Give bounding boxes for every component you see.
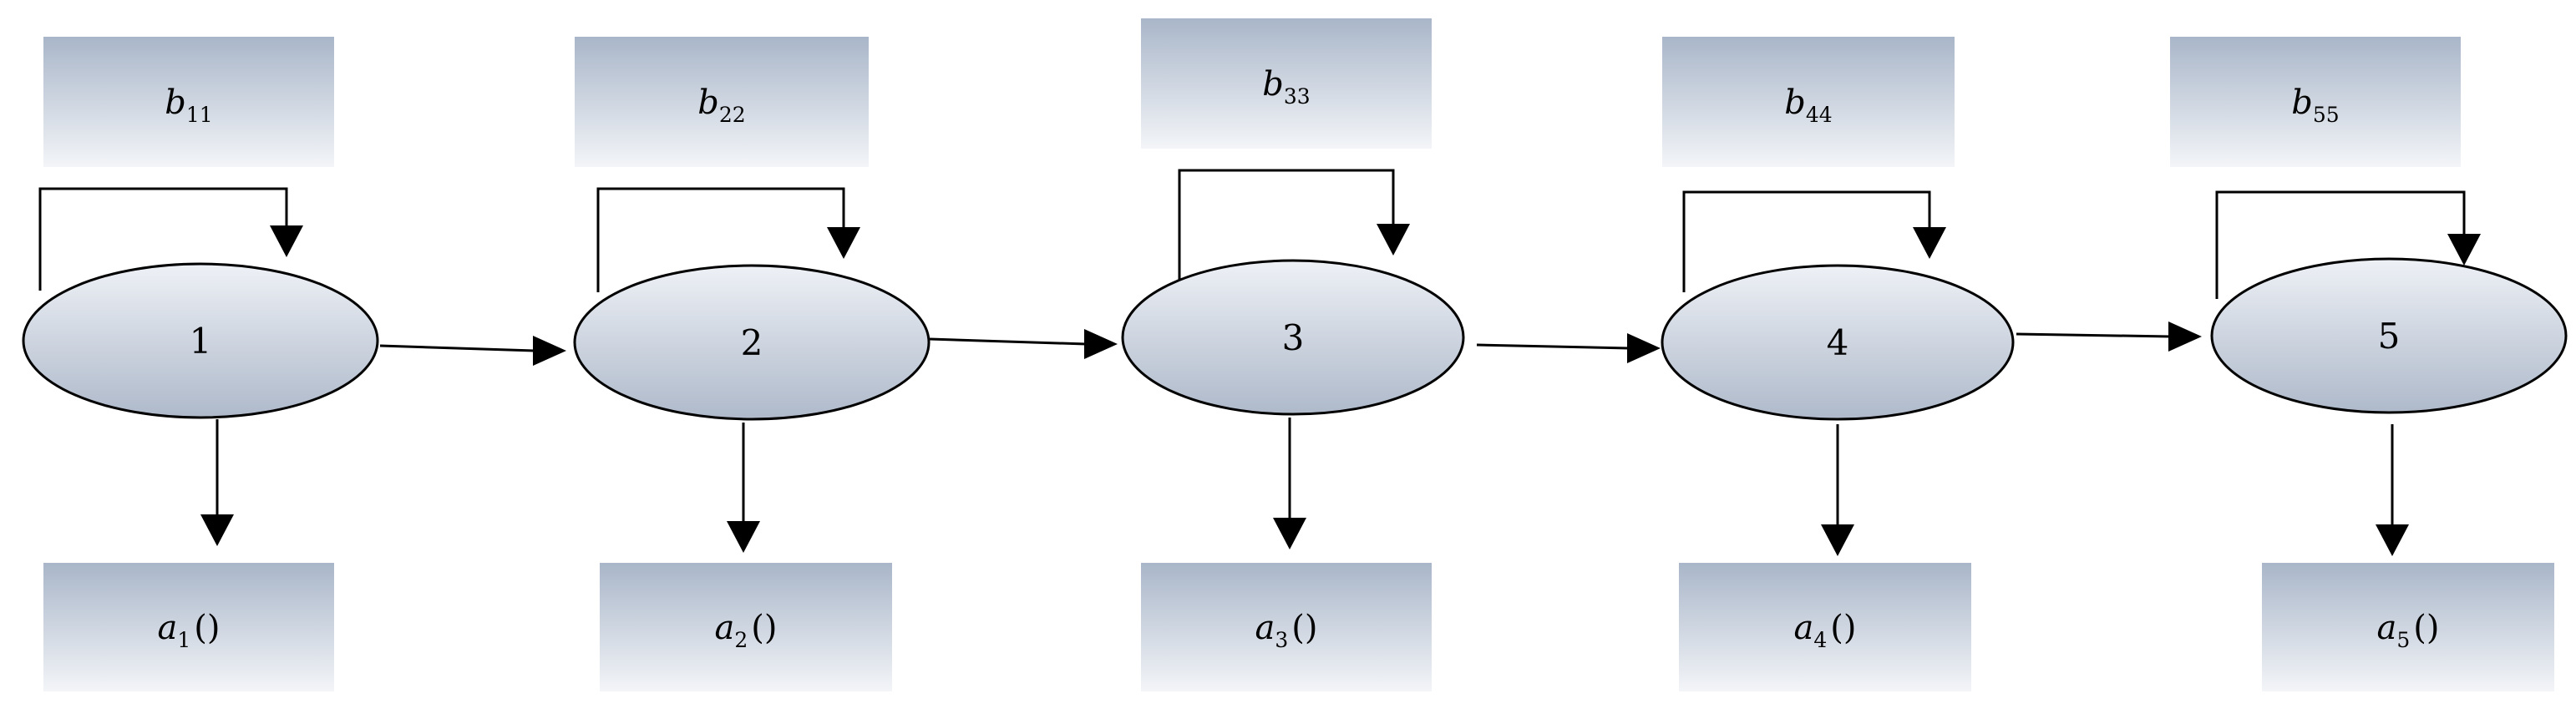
top-box-2: b22 [575, 37, 869, 167]
state-node-5-label: 5 [2378, 316, 2401, 357]
bottom-box-4-rect [1679, 563, 1971, 691]
state-node-2-label: 2 [741, 322, 763, 363]
state-node-2-shape [573, 264, 931, 421]
top-box-1-rect [43, 37, 334, 167]
bottom-box-5: a5() [2262, 563, 2554, 691]
top-box-3-label: b33 [1262, 65, 1310, 109]
top-box-4-label: b44 [1784, 84, 1832, 127]
top-box-3-rect [1141, 18, 1432, 149]
top-box-5-rect [2170, 37, 2461, 167]
bottom-box-2-label: a2() [715, 609, 778, 652]
top-box-1: b11 [43, 37, 334, 167]
self-loop-3 [1178, 169, 1395, 289]
bottom-box-4: a4() [1679, 563, 1971, 691]
state-node-4-label: 4 [1827, 322, 1849, 363]
self-loop-1-arrowhead [270, 225, 303, 257]
state-node-3: 3 [1121, 259, 1465, 416]
top-box-4-rect [1662, 37, 1955, 167]
output-arrow-3-arrowhead [1273, 518, 1306, 549]
self-loop-4-arrowhead [1913, 227, 1946, 259]
top-box-1-label: b11 [165, 84, 212, 127]
bottom-box-2-rect [600, 563, 892, 691]
output-arrow-2-arrowhead [727, 521, 760, 553]
bottom-box-3: a3() [1141, 563, 1432, 691]
top-box-5-label: b55 [2291, 84, 2339, 127]
top-box-5: b55 [2170, 37, 2461, 167]
bottom-box-1: a1() [43, 563, 334, 691]
state-node-1: 1 [22, 262, 379, 419]
bottom-box-5-rect [2262, 563, 2554, 691]
bottom-box-3-rect [1141, 563, 1432, 691]
self-loop-2-arrowhead [827, 227, 860, 259]
bottom-box-1-rect [43, 563, 334, 691]
bottom-box-4-label: a4() [1794, 609, 1857, 652]
self-loop-5 [2215, 190, 2466, 299]
state-node-4: 4 [1661, 264, 2015, 421]
transition-edge-2-3-arrowhead [1084, 329, 1118, 359]
state-node-3-label: 3 [1282, 317, 1305, 358]
top-box-2-label: b22 [697, 84, 745, 127]
top-box-3: b33 [1141, 18, 1432, 149]
self-loop-2 [596, 187, 845, 292]
transition-edge-4-5 [2016, 332, 2171, 338]
state-node-4-shape [1661, 264, 2015, 421]
transition-edge-2-3 [929, 337, 1087, 346]
output-arrow-4-arrowhead [1821, 524, 1854, 556]
state-node-5-shape [2210, 257, 2568, 414]
self-loop-5-arrowhead [2447, 234, 2481, 266]
transition-edge-4-5-arrowhead [2168, 321, 2202, 352]
transition-edge-1-2 [379, 344, 535, 352]
state-node-5: 5 [2210, 257, 2568, 414]
self-loop-1 [38, 187, 288, 291]
state-node-1-shape [22, 262, 379, 419]
self-loop-4 [1682, 190, 1931, 292]
self-loop-3-arrowhead [1377, 224, 1410, 256]
state-node-3-shape [1121, 259, 1465, 416]
bottom-box-2: a2() [600, 563, 892, 691]
output-arrow-5-arrowhead [2376, 524, 2409, 556]
state-node-2: 2 [573, 264, 931, 421]
bottom-box-1-label: a1() [158, 609, 221, 652]
bottom-box-3-label: a3() [1255, 609, 1318, 652]
top-box-4: b44 [1662, 37, 1955, 167]
state-node-1-label: 1 [190, 321, 212, 362]
bottom-box-5-label: a5() [2377, 609, 2440, 652]
transition-edge-3-4 [1476, 343, 1630, 350]
output-arrow-1-arrowhead [200, 514, 234, 546]
top-box-2-rect [575, 37, 869, 167]
transition-edge-3-4-arrowhead [1627, 333, 1661, 363]
transition-edge-1-2-arrowhead [533, 336, 566, 366]
